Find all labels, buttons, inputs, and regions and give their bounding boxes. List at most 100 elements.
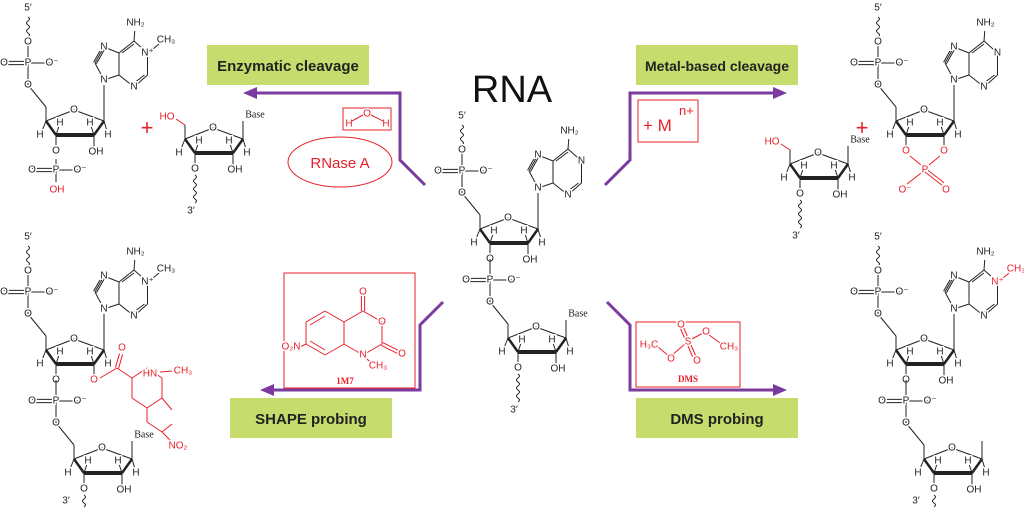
hydrogen: H (195, 136, 202, 147)
hydroxyl-5prime: HO (160, 112, 175, 123)
atom-o: O (359, 287, 367, 298)
atom-o: O (24, 37, 32, 48)
bonds (4, 16, 160, 147)
bond (834, 168, 839, 179)
rnase-ellipse (287, 136, 393, 188)
bond (953, 74, 970, 81)
bond (133, 74, 148, 88)
bond (161, 431, 171, 441)
bond (92, 349, 106, 365)
reaction-arrow-line (272, 300, 445, 392)
bond (118, 74, 135, 88)
atom-oh: OH (939, 376, 954, 387)
bonds (32, 380, 136, 508)
reagents: RNase A + M n+ 1M7 DMS + + (141, 99, 868, 389)
bond (905, 125, 910, 136)
bond (944, 46, 955, 64)
bond (309, 340, 326, 351)
methyl-group: CH₃ (1007, 264, 1024, 275)
water-box (342, 107, 392, 131)
hydrogen: H (830, 161, 837, 172)
bond (686, 342, 693, 357)
bond (780, 143, 791, 151)
bond (971, 43, 985, 54)
bond (93, 45, 104, 63)
bond (817, 152, 849, 165)
chain-continuation-squiggle (516, 373, 520, 403)
bond (942, 120, 956, 136)
chain-continuation-squiggle (26, 16, 30, 38)
metal-ion-label: + M (643, 116, 672, 135)
atom-ominus: O⁻ (45, 287, 58, 298)
bond (94, 62, 105, 81)
bond (891, 120, 897, 132)
bond (27, 313, 47, 337)
bond (212, 127, 244, 140)
bond (567, 182, 579, 192)
atom-n: N (130, 311, 137, 322)
atom-ominus: O⁻ (45, 58, 58, 69)
bond (175, 118, 186, 126)
bond (895, 109, 925, 122)
bond (44, 349, 58, 365)
atom-ominus: O⁻ (73, 165, 86, 176)
chain-continuation-squiggle (460, 124, 464, 146)
amino-group: NH₂ (560, 126, 578, 137)
bond (943, 45, 954, 63)
bond (983, 74, 995, 84)
amino-group: NH₂ (976, 18, 994, 29)
bond (475, 228, 481, 240)
atom-o: O (920, 105, 928, 116)
bond (103, 275, 120, 283)
atom-o: O (398, 349, 406, 360)
hydrogen: H (498, 347, 505, 358)
chain-continuation-squiggle (26, 245, 30, 267)
bond (983, 30, 986, 42)
atom-o: O (814, 148, 822, 159)
bond (299, 343, 307, 348)
hydrogen: H (906, 118, 913, 129)
nitro-group: O₂N (282, 342, 301, 353)
bond (479, 217, 509, 230)
hydrogen: H (982, 468, 989, 479)
atom-o: O (920, 334, 928, 345)
hydrogen: H (566, 347, 573, 358)
bond (535, 326, 567, 339)
atom-o: O (80, 484, 88, 495)
atom-o: O (24, 80, 32, 91)
water-oxygen: O (363, 109, 371, 120)
bond (41, 349, 47, 361)
bond (133, 74, 145, 84)
atom-p: P (53, 165, 60, 176)
atom-o: O (458, 145, 466, 156)
atom-n: N (980, 311, 987, 322)
bond (90, 354, 95, 365)
reaction-arrow-line (603, 91, 775, 187)
base-label: Base (850, 135, 870, 146)
atom-n: N (950, 42, 957, 53)
bond (305, 310, 326, 323)
bond (689, 331, 706, 341)
atom-o: O (874, 37, 882, 48)
bond (923, 338, 955, 351)
bond (526, 228, 540, 244)
bond (118, 463, 123, 474)
bond (943, 274, 954, 292)
three-prime-label: 3′ (187, 206, 195, 217)
bond (909, 155, 922, 166)
atom-oh: OH (523, 255, 538, 266)
atom-o: O (98, 443, 106, 454)
hydrogen: H (243, 148, 250, 159)
bond (131, 397, 148, 409)
hydrogen: H (104, 359, 111, 370)
five-prime-label: 5′ (458, 111, 466, 122)
bond (944, 62, 955, 81)
bond (103, 74, 120, 81)
metal-cleavage-box (636, 45, 798, 85)
hydrogen: H (538, 238, 545, 249)
n1-methylated-nitrogen: N⁺ (991, 277, 1004, 288)
atom-o: O (458, 188, 466, 199)
